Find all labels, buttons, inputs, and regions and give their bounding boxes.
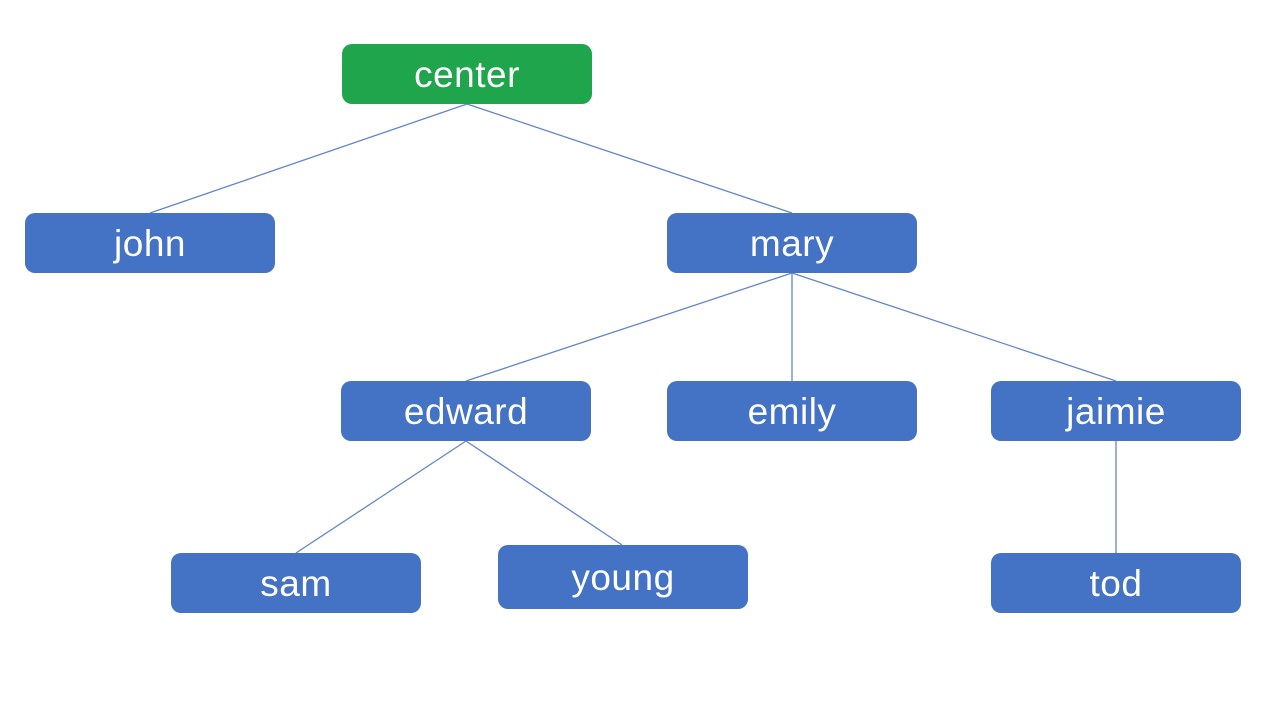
node-edward-label: edward (403, 390, 529, 432)
connector-mary-jaimie (791, 272, 1117, 382)
node-young[interactable]: young (498, 545, 748, 609)
node-center-label: center (414, 53, 520, 95)
node-jaimie-label: jaimie (1066, 390, 1166, 432)
connector-edward-young (465, 440, 623, 546)
node-sam[interactable]: sam (171, 553, 421, 613)
node-young-label: young (571, 556, 675, 598)
node-sam-label: sam (260, 562, 332, 604)
node-edward[interactable]: edward (341, 381, 591, 441)
node-emily[interactable]: emily (667, 381, 917, 441)
node-emily-label: emily (747, 390, 837, 432)
node-tod[interactable]: tod (991, 553, 1241, 613)
node-mary[interactable]: mary (667, 213, 917, 273)
connector-mary-edward (465, 272, 793, 382)
node-jaimie[interactable]: jaimie (991, 381, 1241, 441)
node-john-label: john (114, 222, 186, 264)
node-tod-label: tod (1089, 562, 1143, 604)
node-center[interactable]: center (342, 44, 592, 104)
connector-center-john (149, 103, 468, 214)
connector-center-mary (466, 103, 793, 214)
node-mary-label: mary (749, 222, 835, 264)
connector-edward-sam (295, 440, 467, 554)
node-john[interactable]: john (25, 213, 275, 273)
